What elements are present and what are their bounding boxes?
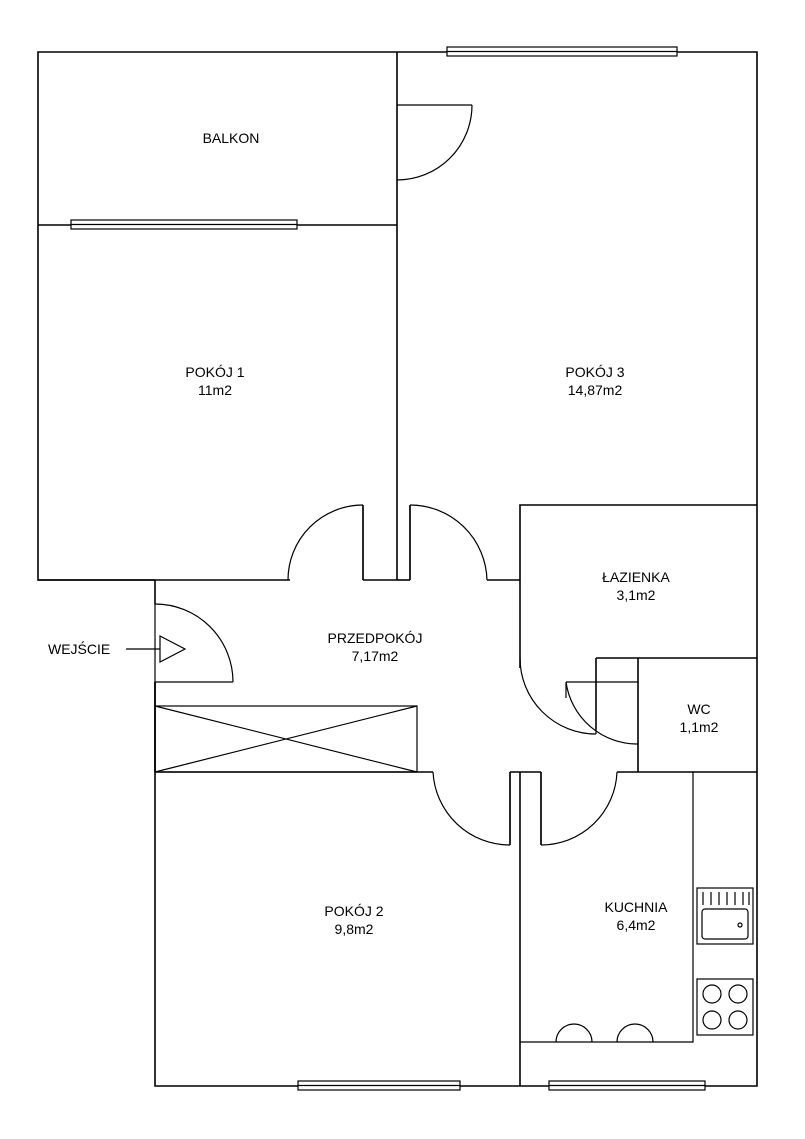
room-name-balkon: BALKON [203, 130, 260, 146]
door-entrance [154, 603, 234, 683]
windows [70, 46, 706, 1091]
room-name-pokoj2: POKÓJ 2 [324, 903, 383, 919]
door-bathroom [519, 657, 597, 735]
room-area-przedpokoj: 7,17m2 [352, 648, 399, 664]
stove-icon [696, 978, 754, 1036]
door-wc [565, 681, 639, 745]
room-name-wc: WC [687, 701, 710, 717]
door-room1 [287, 504, 364, 581]
entrance-label: WEJŚCIE [48, 640, 110, 657]
sink-icon [696, 887, 754, 945]
entrance-arrow-icon [126, 635, 187, 663]
room-name-kuchnia: KUCHNIA [604, 899, 668, 915]
chairs-icon [555, 1023, 654, 1043]
door-balcony [396, 104, 473, 181]
room-name-lazienka: ŁAZIENKA [602, 569, 670, 585]
door-room3 [409, 504, 488, 581]
room-area-lazienka: 3,1m2 [617, 587, 656, 603]
wardrobe [154, 705, 418, 773]
room-area-kuchnia: 6,4m2 [617, 917, 656, 933]
room-labels: BALKON POKÓJ 1 11m2 POKÓJ 3 14,87m2 ŁAZI… [48, 130, 719, 937]
room-name-pokoj1: POKÓJ 1 [185, 364, 244, 380]
door-room2 [432, 771, 511, 846]
room-area-wc: 1,1m2 [680, 719, 719, 735]
room-area-pokoj3: 14,87m2 [568, 382, 623, 398]
room-name-przedpokoj: PRZEDPOKÓJ [328, 630, 423, 646]
room-name-pokoj3: POKÓJ 3 [565, 364, 624, 380]
door-kitchen [540, 771, 618, 846]
room-area-pokoj2: 9,8m2 [335, 921, 374, 937]
doors [154, 104, 639, 846]
room-area-pokoj1: 11m2 [198, 382, 232, 398]
kitchen-fixtures [555, 887, 754, 1043]
